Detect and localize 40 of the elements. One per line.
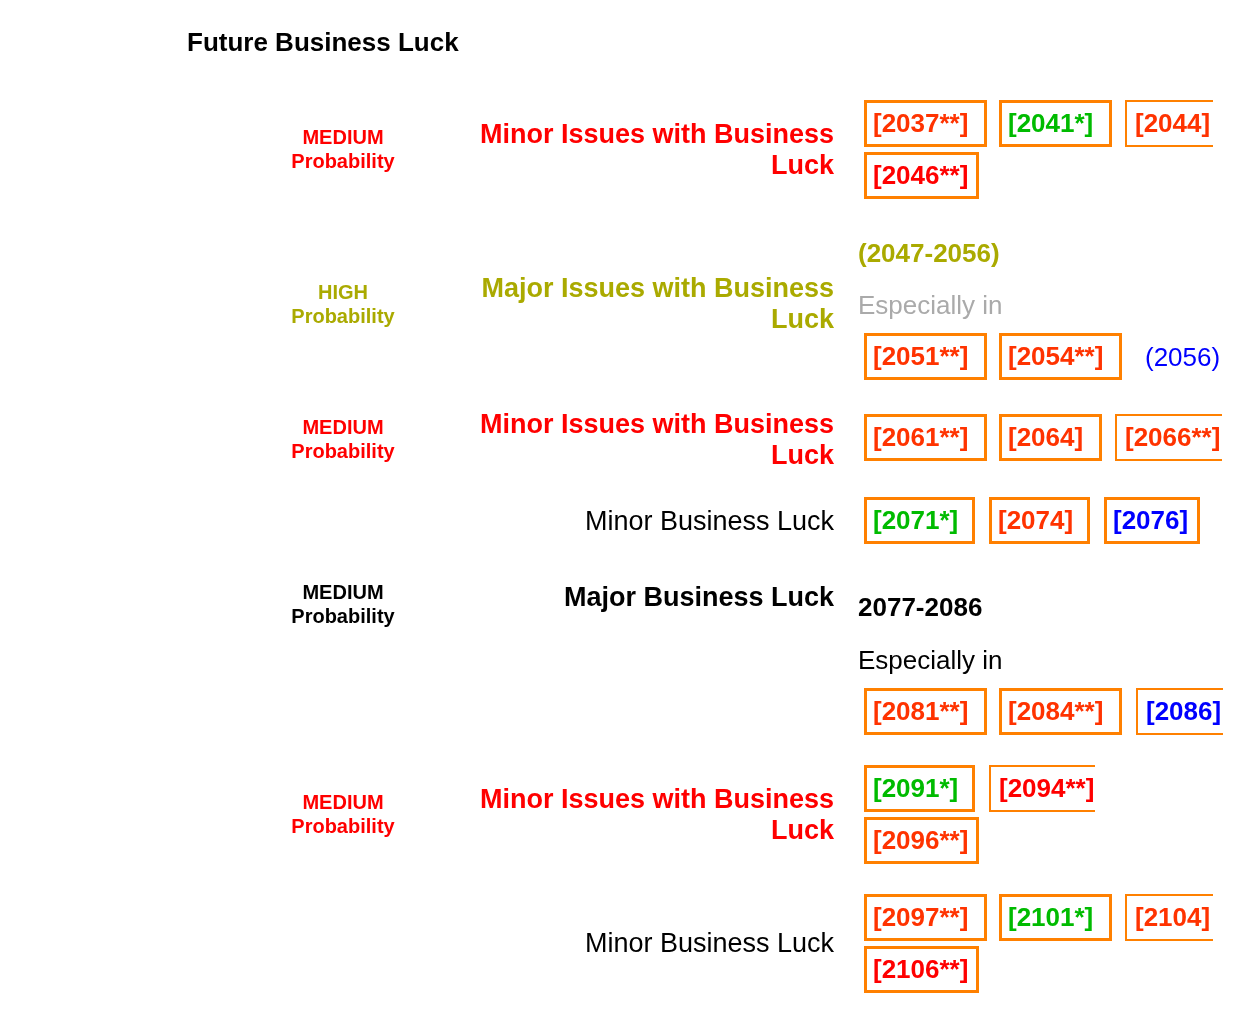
outlook-heading: Minor Issues with Business Luck [478, 119, 834, 181]
year-box: [2074] [989, 497, 1090, 544]
year-box: [2066**] [1115, 414, 1222, 461]
probability-label: MEDIUM Probability [290, 415, 396, 463]
outlook-heading: Minor Issues with Business Luck [478, 409, 834, 471]
year-box: [2086] [1136, 688, 1223, 735]
outlook-heading: Major Issues with Business Luck [480, 273, 834, 335]
year-box: [2101*] [999, 894, 1112, 941]
outlook-heading: Major Business Luck [562, 582, 834, 613]
year-box: [2076] [1104, 497, 1200, 544]
probability-label: MEDIUM Probability [290, 125, 396, 173]
year-box: [2041*] [999, 100, 1112, 147]
diagram-title: Future Business Luck [187, 27, 459, 57]
note-text: Especially in [858, 645, 1003, 675]
year-box: [2106**] [864, 946, 979, 993]
year-note: (2056) [1145, 342, 1221, 372]
note-text: Especially in [858, 290, 1003, 320]
year-box: [2044] [1125, 100, 1213, 147]
year-box: [2037**] [864, 100, 987, 147]
period-label: 2077-2086 [858, 592, 983, 622]
outlook-heading: Minor Business Luck [583, 928, 834, 959]
year-box: [2097**] [864, 894, 987, 941]
year-box: [2081**] [864, 688, 987, 735]
year-box: [2091*] [864, 765, 975, 812]
year-box: [2046**] [864, 152, 979, 199]
year-box: [2064] [999, 414, 1102, 461]
probability-label: MEDIUM Probability [290, 790, 396, 838]
year-box: [2054**] [999, 333, 1122, 380]
year-box: [2094**] [989, 765, 1095, 812]
year-box: [2061**] [864, 414, 987, 461]
probability-label: MEDIUM Probability [290, 580, 396, 628]
period-label: (2047-2056) [858, 238, 1000, 268]
year-box: [2096**] [864, 817, 979, 864]
year-box: [2051**] [864, 333, 987, 380]
outlook-heading: Minor Issues with Business Luck [478, 784, 834, 846]
year-box: [2084**] [999, 688, 1122, 735]
year-box: [2104] [1125, 894, 1213, 941]
probability-label: HIGH Probability [290, 280, 396, 328]
year-box: [2071*] [864, 497, 975, 544]
outlook-heading: Minor Business Luck [583, 506, 834, 537]
